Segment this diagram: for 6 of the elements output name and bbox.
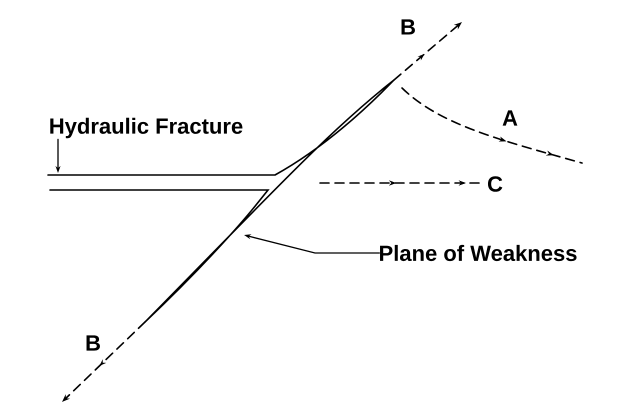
path-letter: A [502, 110, 518, 126]
leader-text: Plane of Weakness [380, 244, 577, 262]
path-letter: B [86, 335, 100, 351]
path-letter: B [402, 19, 415, 35]
path-letter: C [488, 176, 502, 192]
leader-text: Hydraulic Fracture [50, 118, 242, 138]
